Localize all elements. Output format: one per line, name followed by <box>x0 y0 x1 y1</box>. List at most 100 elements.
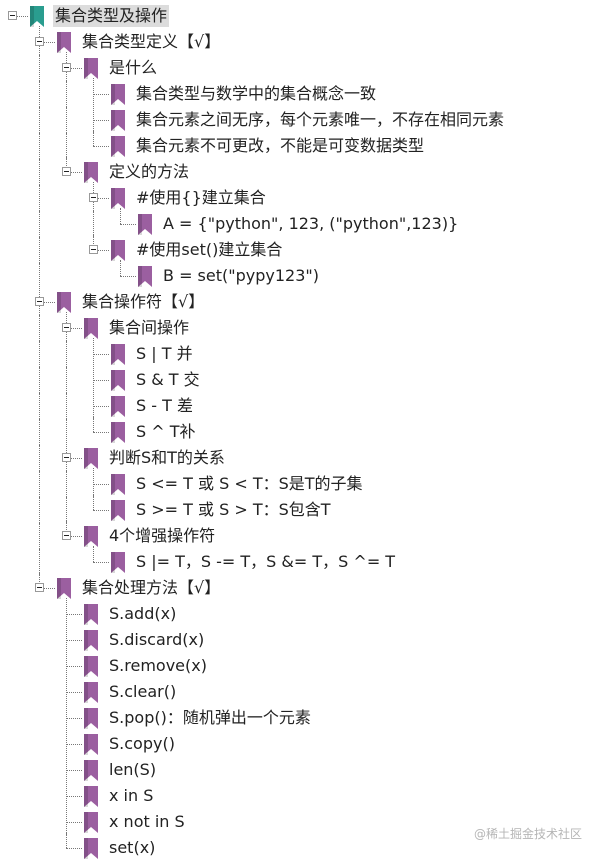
tree-node[interactable]: S.clear() <box>0 676 600 705</box>
tree-guide-line <box>120 260 121 276</box>
collapse-toggle-icon[interactable] <box>62 63 71 72</box>
tree-node-label[interactable]: S.discard(x) <box>109 630 205 649</box>
tree-node-label[interactable]: S & T 交 <box>136 370 200 389</box>
tree-node-label[interactable]: S.add(x) <box>109 604 177 623</box>
tree-node-label[interactable]: S |= T，S -= T，S &= T，S ^= T <box>136 552 396 571</box>
tree-node-label[interactable]: x in S <box>109 786 154 805</box>
tree-node-label[interactable]: S <= T 或 S < T：S是T的子集 <box>136 474 363 493</box>
tree-node[interactable]: 集合操作符【√】 <box>0 286 600 315</box>
collapse-toggle-icon[interactable] <box>62 453 71 462</box>
tree-node[interactable]: 集合类型及操作 <box>0 3 600 29</box>
tree-node-label[interactable]: S ^ T补 <box>136 422 196 441</box>
tree-guide-line <box>120 208 121 224</box>
tree-node-label[interactable]: S.copy() <box>109 734 175 753</box>
tree-node-label[interactable]: 是什么 <box>109 58 158 77</box>
tree-node[interactable]: 4个增强操作符 <box>0 520 600 549</box>
tree-node-label[interactable]: set(x) <box>109 838 156 857</box>
tree-guide-line <box>39 81 40 107</box>
collapse-toggle-icon[interactable] <box>62 531 71 540</box>
tree-node[interactable]: len(S) <box>0 754 600 783</box>
bookmark-icon <box>111 500 125 521</box>
tree-node[interactable]: #使用{}建立集合 <box>0 182 600 211</box>
tree-connector-line <box>66 770 82 771</box>
tree-node-label[interactable]: S | T 并 <box>136 344 193 363</box>
tree-node[interactable]: S |= T，S -= T，S &= T，S ^= T <box>0 546 600 575</box>
tree-node-label[interactable]: S.clear() <box>109 682 177 701</box>
tree-node-label[interactable]: A = {"python", 123, ("python",123)} <box>163 214 459 233</box>
tree-node[interactable]: 集合处理方法【√】 <box>0 572 600 601</box>
tree-node-label[interactable]: S >= T 或 S > T：S包含T <box>136 500 331 519</box>
bookmark-icon <box>84 656 98 677</box>
tree-node[interactable]: A = {"python", 123, ("python",123)} <box>0 208 600 237</box>
collapse-toggle-icon[interactable] <box>35 37 44 46</box>
tree-node[interactable]: 定义的方法 <box>0 156 600 185</box>
tree-node[interactable]: S.discard(x) <box>0 624 600 653</box>
tree-node[interactable]: S <= T 或 S < T：S是T的子集 <box>0 468 600 497</box>
tree-node[interactable]: S.copy() <box>0 728 600 757</box>
tree-guide-line <box>39 367 40 393</box>
tree-node[interactable]: set(x) <box>0 832 600 861</box>
tree-node[interactable]: 集合元素不可更改，不能是可变数据类型 <box>0 130 600 159</box>
collapse-toggle-icon[interactable] <box>62 323 71 332</box>
tree-node[interactable]: S.remove(x) <box>0 650 600 679</box>
tree-node-label[interactable]: 集合类型与数学中的集合概念一致 <box>136 84 377 103</box>
tree-node[interactable]: 集合类型定义【√】 <box>0 26 600 55</box>
collapse-toggle-icon[interactable] <box>89 193 98 202</box>
tree-node[interactable]: 集合元素之间无序，每个元素唯一，不存在相同元素 <box>0 104 600 133</box>
collapse-toggle-icon[interactable] <box>62 167 71 176</box>
tree-node-label[interactable]: 定义的方法 <box>109 162 190 181</box>
tree-node[interactable]: x in S <box>0 780 600 809</box>
tree-node-label[interactable]: 集合元素之间无序，每个元素唯一，不存在相同元素 <box>136 110 505 129</box>
tree-node-label[interactable]: 集合处理方法【√】 <box>82 578 221 597</box>
tree-node[interactable]: 是什么 <box>0 52 600 81</box>
tree-node-label[interactable]: 集合类型定义【√】 <box>82 32 221 51</box>
tree-node-label[interactable]: #使用set()建立集合 <box>136 240 283 259</box>
tree-node[interactable]: 集合间操作 <box>0 312 600 341</box>
bookmark-icon <box>84 708 98 729</box>
tree-guide-line <box>39 393 40 419</box>
tree-guide-line <box>66 520 67 536</box>
tree-node[interactable]: x not in S <box>0 806 600 835</box>
collapse-toggle-icon[interactable] <box>8 11 17 20</box>
bookmark-icon <box>30 6 44 27</box>
tree-guide-line <box>66 806 67 835</box>
collapse-toggle-icon[interactable] <box>89 245 98 254</box>
tree-node[interactable]: S - T 差 <box>0 390 600 419</box>
tree-connector-line <box>93 120 109 121</box>
tree-connector-line <box>66 458 82 459</box>
tree-node-label[interactable]: S.pop()：随机弹出一个元素 <box>109 708 311 727</box>
tree-connector-line <box>93 432 109 433</box>
tree-node-label[interactable]: S.remove(x) <box>109 656 207 675</box>
tree-node[interactable]: S.add(x) <box>0 598 600 627</box>
tree-node[interactable]: B = set("pypy123") <box>0 260 600 289</box>
tree-node-label[interactable]: x not in S <box>109 812 185 831</box>
tree-node-label[interactable]: len(S) <box>109 760 157 779</box>
tree-node-label[interactable]: 集合操作符【√】 <box>82 292 205 311</box>
tree-node[interactable]: S.pop()：随机弹出一个元素 <box>0 702 600 731</box>
tree-guide-line <box>93 130 94 146</box>
tree-node[interactable]: S >= T 或 S > T：S包含T <box>0 494 600 523</box>
tree-guide-line <box>39 341 40 367</box>
bookmark-icon <box>111 552 125 573</box>
tree-node[interactable]: S ^ T补 <box>0 416 600 445</box>
tree-node-label[interactable]: 集合类型及操作 <box>53 5 170 27</box>
bookmark-icon <box>84 838 98 859</box>
tree-node[interactable]: S | T 并 <box>0 338 600 367</box>
tree-connector-line <box>66 848 82 849</box>
tree-node-label[interactable]: 集合间操作 <box>109 318 190 337</box>
tree-connector-line <box>93 146 109 147</box>
tree-node-label[interactable]: S - T 差 <box>136 396 193 415</box>
tree-node-label[interactable]: 判断S和T的关系 <box>109 448 225 467</box>
tree-node-label[interactable]: 集合元素不可更改，不能是可变数据类型 <box>136 136 425 155</box>
tree-guide-line <box>39 55 40 81</box>
tree-node[interactable]: 判断S和T的关系 <box>0 442 600 471</box>
tree-node-label[interactable]: B = set("pypy123") <box>163 266 319 285</box>
tree-node-label[interactable]: 4个增强操作符 <box>109 526 216 545</box>
tree-guide-line <box>39 107 40 133</box>
tree-node[interactable]: S & T 交 <box>0 364 600 393</box>
tree-node[interactable]: 集合类型与数学中的集合概念一致 <box>0 78 600 107</box>
tree-node-label[interactable]: #使用{}建立集合 <box>136 188 266 207</box>
tree-node[interactable]: #使用set()建立集合 <box>0 234 600 263</box>
collapse-toggle-icon[interactable] <box>35 583 44 592</box>
collapse-toggle-icon[interactable] <box>35 297 44 306</box>
